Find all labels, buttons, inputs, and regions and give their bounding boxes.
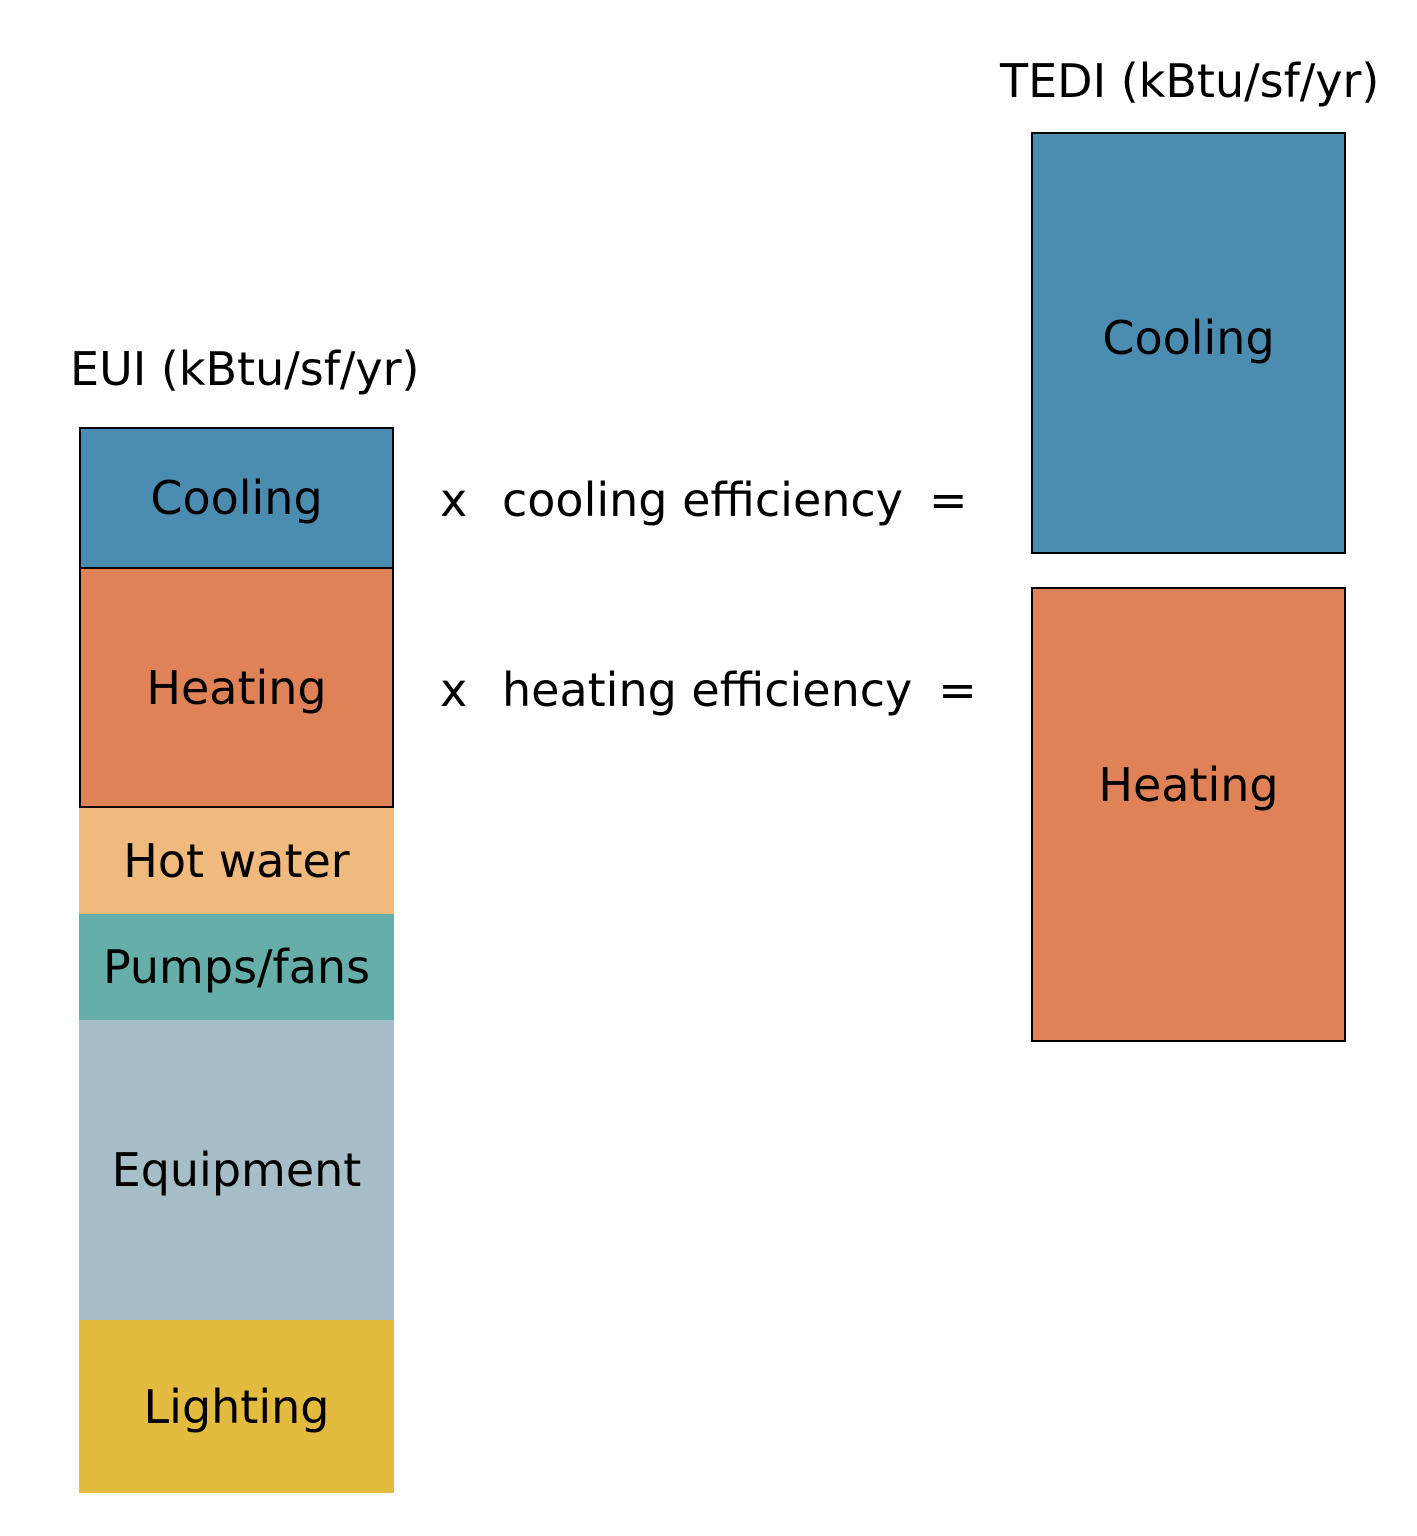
- tedi-box-label: Heating: [1098, 757, 1279, 812]
- eui-segment-hot-water: Hot water: [79, 808, 394, 914]
- multiply-sign: x: [440, 473, 468, 527]
- eui-segment-pumps-fans: Pumps/fans: [79, 914, 394, 1020]
- eui-segment-label: Heating: [146, 660, 327, 715]
- eui-segment-label: Equipment: [111, 1143, 362, 1197]
- eui-segment-label: Pumps/fans: [102, 940, 371, 994]
- multiply-sign: x: [440, 663, 468, 717]
- tedi-box-label: Cooling: [1102, 311, 1275, 365]
- heating-conversion-row: x heating efficiency =: [440, 660, 977, 720]
- equals-sign: =: [938, 663, 977, 717]
- equals-sign: =: [928, 473, 968, 527]
- tedi-box-heating: Heating: [1031, 587, 1346, 1042]
- heating-efficiency-label: heating efficiency: [502, 663, 913, 717]
- eui-segment-heating: Heating: [79, 567, 394, 808]
- eui-segment-label: Hot water: [123, 834, 350, 888]
- eui-segment-label: Lighting: [143, 1379, 330, 1434]
- eui-segment-label: Cooling: [150, 471, 323, 525]
- tedi-box-cooling: Cooling: [1031, 132, 1346, 554]
- eui-segment-cooling: Cooling: [79, 427, 394, 569]
- eui-segment-lighting: Lighting: [79, 1320, 394, 1493]
- tedi-title: TEDI (kBtu/sf/yr): [1000, 54, 1380, 108]
- eui-title: EUI (kBtu/sf/yr): [70, 342, 420, 396]
- cooling-conversion-row: x cooling efficiency =: [440, 470, 967, 530]
- cooling-efficiency-label: cooling efficiency: [502, 473, 903, 527]
- eui-segment-equipment: Equipment: [79, 1020, 394, 1320]
